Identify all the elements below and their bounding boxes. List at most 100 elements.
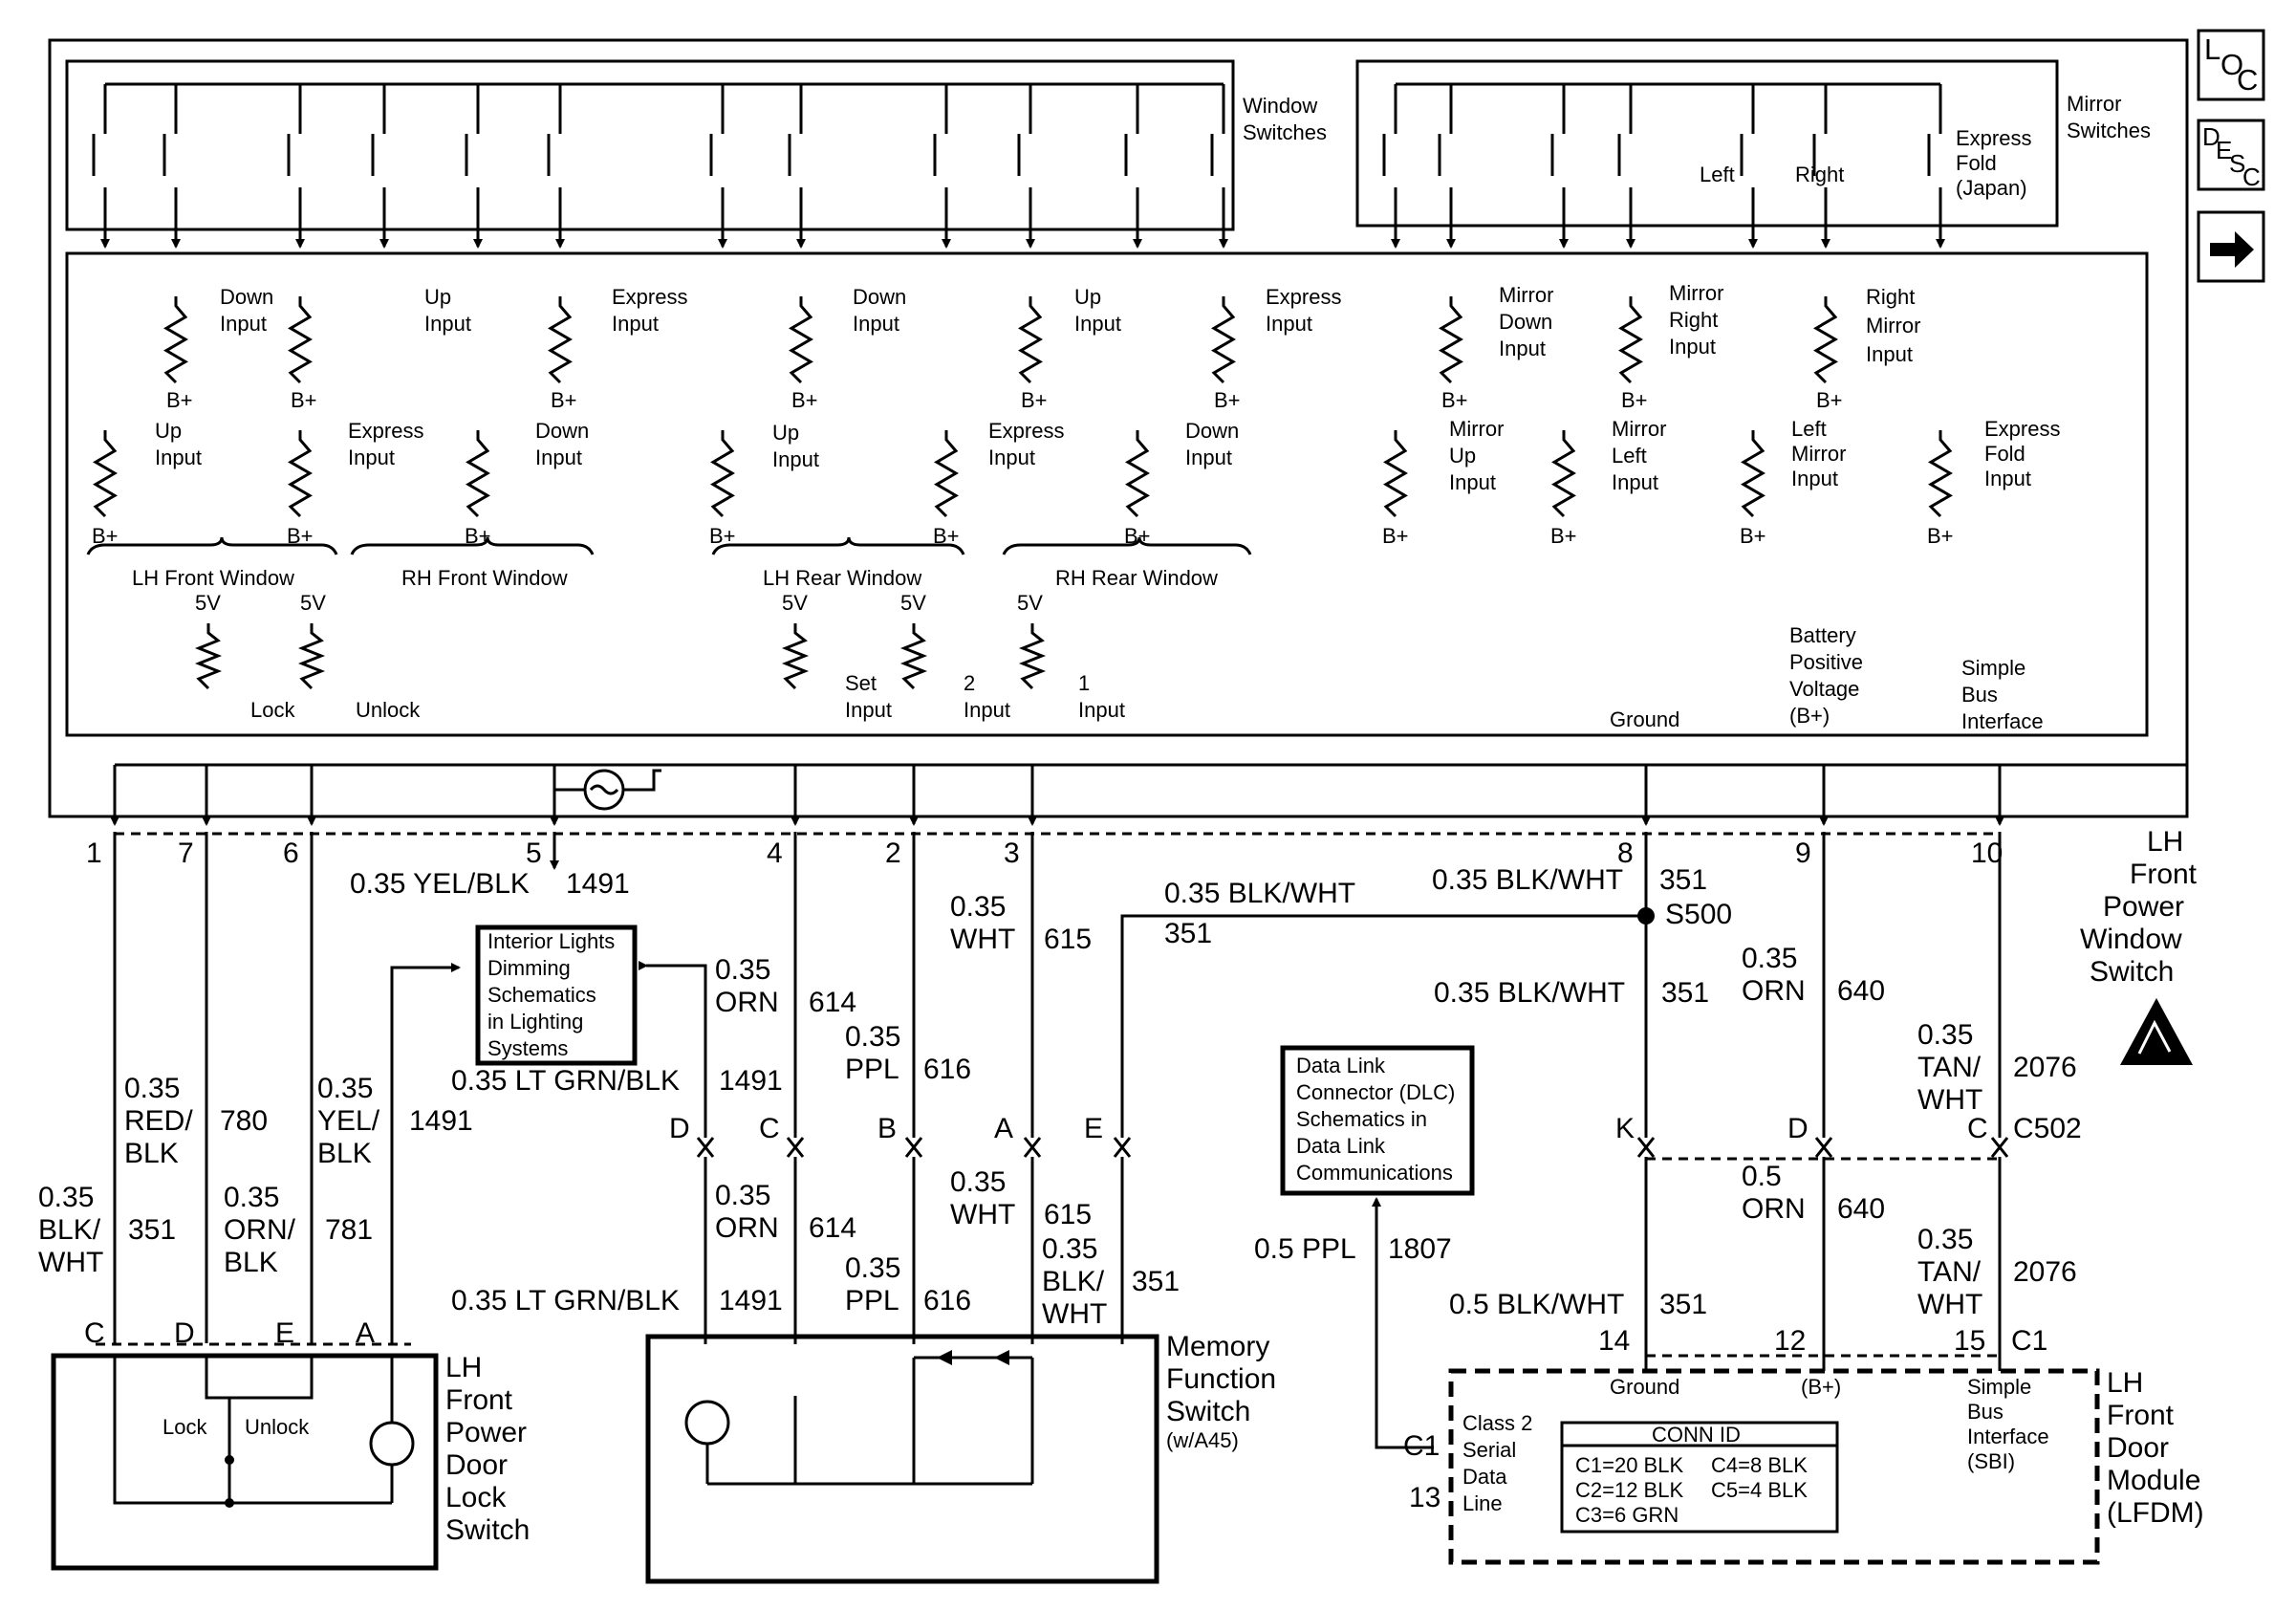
b-plus-label: B+ bbox=[1550, 524, 1577, 548]
svg-text:Input: Input bbox=[155, 446, 202, 469]
svg-text:C4=8 BLK: C4=8 BLK bbox=[1711, 1453, 1808, 1477]
svg-text:Express: Express bbox=[1984, 417, 2060, 441]
svg-text:(SBI): (SBI) bbox=[1967, 1449, 2015, 1473]
svg-text:2076: 2076 bbox=[2013, 1052, 2077, 1083]
svg-text:1491: 1491 bbox=[566, 868, 630, 900]
svg-text:Mirror: Mirror bbox=[1791, 442, 1846, 466]
harness-wires bbox=[113, 832, 2009, 1449]
loc-button[interactable]: L O C bbox=[2197, 29, 2265, 101]
svg-text:Positive: Positive bbox=[1789, 650, 1863, 674]
svg-text:TAN/: TAN/ bbox=[1917, 1052, 1982, 1083]
svg-text:Left: Left bbox=[1612, 444, 1647, 468]
svg-text:5V: 5V bbox=[1017, 591, 1043, 615]
svg-text:Up: Up bbox=[155, 419, 182, 443]
svg-text:Connector (DLC): Connector (DLC) bbox=[1296, 1080, 1455, 1104]
svg-text:Simple: Simple bbox=[1967, 1375, 2031, 1399]
lh-rear-window-label: LH Rear Window bbox=[763, 566, 921, 590]
svg-text:640: 640 bbox=[1837, 975, 1885, 1007]
pin-number: 2 bbox=[885, 838, 901, 869]
switch-contact bbox=[465, 84, 483, 249]
svg-text:Input: Input bbox=[1266, 312, 1312, 336]
svg-text:C5=4 BLK: C5=4 BLK bbox=[1711, 1478, 1808, 1502]
svg-text:Serial: Serial bbox=[1462, 1438, 1516, 1462]
mirror-switches-label: Mirror bbox=[2067, 92, 2121, 116]
svg-text:Switch: Switch bbox=[1166, 1396, 1250, 1427]
svg-text:Express: Express bbox=[612, 285, 687, 309]
svg-text:Unlock: Unlock bbox=[245, 1415, 310, 1439]
svg-text:Door: Door bbox=[2107, 1432, 2169, 1464]
svg-text:Mirror: Mirror bbox=[1866, 314, 1920, 337]
svg-text:C: C bbox=[2237, 63, 2258, 97]
b-plus-label: B+ bbox=[1927, 524, 1954, 548]
svg-text:S: S bbox=[2229, 149, 2245, 178]
svg-text:Schematics: Schematics bbox=[487, 983, 596, 1007]
svg-text:Up: Up bbox=[1074, 285, 1101, 309]
pullup-resistors bbox=[93, 296, 1953, 690]
b-plus-label: B+ bbox=[1441, 388, 1468, 412]
pin-number: 5 bbox=[526, 838, 542, 869]
svg-text:D: D bbox=[1787, 1113, 1809, 1144]
svg-text:Window: Window bbox=[2080, 924, 2182, 955]
svg-text:351: 351 bbox=[1132, 1266, 1180, 1297]
svg-text:C: C bbox=[759, 1113, 780, 1144]
svg-text:Right: Right bbox=[1669, 308, 1718, 332]
svg-text:0.5 PPL: 0.5 PPL bbox=[1254, 1233, 1356, 1265]
switch-contact bbox=[1382, 84, 1400, 249]
svg-text:Switches: Switches bbox=[2067, 119, 2151, 142]
b-plus-label: B+ bbox=[551, 388, 577, 412]
svg-text:Data: Data bbox=[1462, 1465, 1507, 1489]
switch-contact bbox=[1017, 84, 1035, 249]
svg-text:1807: 1807 bbox=[1388, 1233, 1452, 1265]
b-plus-label: B+ bbox=[1740, 524, 1766, 548]
svg-text:0.5 BLK/WHT: 0.5 BLK/WHT bbox=[1449, 1289, 1624, 1320]
svg-text:(Japan): (Japan) bbox=[1956, 176, 2027, 200]
svg-text:Input: Input bbox=[220, 312, 267, 336]
svg-text:(B+): (B+) bbox=[1801, 1375, 1841, 1399]
pin-number: 6 bbox=[283, 838, 299, 869]
svg-text:2076: 2076 bbox=[2013, 1256, 2077, 1288]
resistor bbox=[1018, 296, 1043, 384]
svg-text:0.35: 0.35 bbox=[124, 1073, 180, 1104]
svg-text:BLK: BLK bbox=[317, 1138, 372, 1169]
svg-text:781: 781 bbox=[325, 1214, 373, 1246]
svg-text:0.35: 0.35 bbox=[1917, 1019, 1973, 1051]
svg-text:351: 351 bbox=[128, 1214, 176, 1246]
svg-text:616: 616 bbox=[923, 1054, 971, 1085]
svg-text:Input: Input bbox=[612, 312, 659, 336]
svg-text:0.35: 0.35 bbox=[38, 1182, 94, 1213]
svg-text:13: 13 bbox=[1409, 1482, 1440, 1513]
svg-text:YEL/: YEL/ bbox=[317, 1105, 380, 1137]
svg-text:0.35: 0.35 bbox=[1042, 1233, 1097, 1265]
svg-text:0.35: 0.35 bbox=[224, 1182, 279, 1213]
svg-text:Mirror: Mirror bbox=[1449, 417, 1504, 441]
svg-text:ORN: ORN bbox=[715, 987, 779, 1018]
svg-text:Bus: Bus bbox=[1967, 1400, 2004, 1424]
svg-text:Lock: Lock bbox=[162, 1415, 207, 1439]
svg-text:0.35: 0.35 bbox=[845, 1252, 900, 1284]
lh-front-window-label: LH Front Window bbox=[132, 566, 294, 590]
svg-text:RED/: RED/ bbox=[124, 1105, 193, 1137]
svg-text:PPL: PPL bbox=[845, 1054, 899, 1085]
resistor bbox=[93, 430, 118, 518]
svg-text:Input: Input bbox=[1984, 467, 2031, 490]
b-plus-label: B+ bbox=[1021, 388, 1048, 412]
svg-text:WHT: WHT bbox=[1917, 1289, 1982, 1320]
svg-text:Express: Express bbox=[1956, 126, 2031, 150]
dimmer-lamp-icon bbox=[552, 769, 661, 815]
svg-text:Simple: Simple bbox=[1961, 656, 2025, 680]
next-page-button[interactable] bbox=[2197, 210, 2265, 283]
svg-text:615: 615 bbox=[1044, 1199, 1092, 1230]
svg-text:Memory: Memory bbox=[1166, 1331, 1269, 1362]
svg-text:Input: Input bbox=[1078, 698, 1125, 722]
svg-text:Input: Input bbox=[1449, 470, 1496, 494]
b-plus-label: B+ bbox=[1621, 388, 1648, 412]
svg-text:Right: Right bbox=[1866, 285, 1915, 309]
svg-text:E: E bbox=[2216, 136, 2232, 164]
desc-button[interactable]: D E S C bbox=[2197, 119, 2265, 191]
svg-text:Communications: Communications bbox=[1296, 1161, 1453, 1185]
svg-text:C: C bbox=[84, 1317, 105, 1349]
b-plus-label: B+ bbox=[1816, 388, 1843, 412]
svg-text:351: 351 bbox=[1164, 918, 1212, 949]
b-plus-label: B+ bbox=[1382, 524, 1409, 548]
switch-contact bbox=[92, 84, 110, 249]
